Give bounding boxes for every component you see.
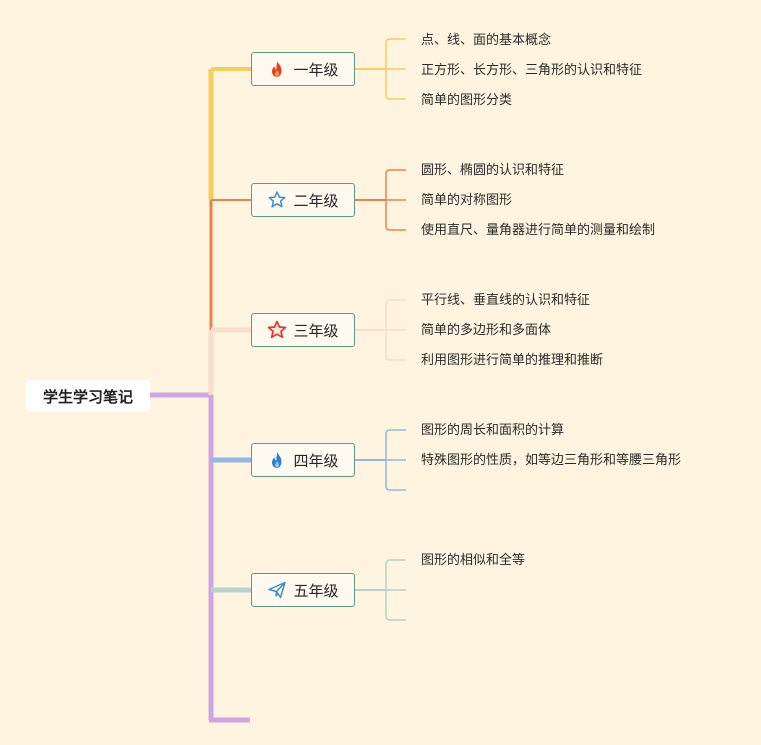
grade-label: 二年级	[293, 191, 339, 210]
grade-node-3[interactable]: 三年级	[251, 313, 355, 347]
grade-label: 三年级	[293, 321, 339, 340]
topic-5-1[interactable]: 图形的相似和全等	[421, 553, 526, 568]
root-label: 学生学习笔记	[42, 387, 133, 406]
grade-label: 四年级	[293, 451, 339, 470]
star-red-icon	[267, 320, 287, 340]
topic-1-2[interactable]: 正方形、长方形、三角形的认识和特征	[421, 63, 643, 78]
grade-node-4[interactable]: 四年级	[251, 443, 355, 477]
topic-3-3[interactable]: 利用图形进行简单的推理和推断	[421, 353, 604, 368]
topic-2-1[interactable]: 圆形、椭圆的认识和特征	[421, 163, 565, 178]
topic-2-2[interactable]: 简单的对称图形	[421, 193, 513, 208]
root-node[interactable]: 学生学习笔记	[26, 380, 150, 412]
topic-4-1[interactable]: 图形的周长和面积的计算	[421, 423, 565, 438]
topic-2-3[interactable]: 使用直尺、量角器进行简单的测量和绘制	[421, 223, 656, 238]
topic-3-1[interactable]: 平行线、垂直线的认识和特征	[421, 293, 591, 308]
water-flame-icon	[267, 450, 287, 470]
grade-node-1[interactable]: 一年级	[251, 52, 355, 86]
topic-1-1[interactable]: 点、线、面的基本概念	[421, 33, 552, 48]
paper-plane-icon	[267, 580, 287, 600]
grade-label: 五年级	[293, 581, 339, 600]
grade-node-2[interactable]: 二年级	[251, 183, 355, 217]
topic-3-2[interactable]: 简单的多边形和多面体	[421, 323, 552, 338]
topic-1-3[interactable]: 简单的图形分类	[421, 93, 513, 108]
fire-icon	[267, 59, 287, 79]
grade-label: 一年级	[293, 60, 339, 79]
star-outline-icon	[267, 190, 287, 210]
topic-4-2[interactable]: 特殊图形的性质，如等边三角形和等腰三角形	[421, 453, 682, 468]
grade-node-5[interactable]: 五年级	[251, 573, 355, 607]
